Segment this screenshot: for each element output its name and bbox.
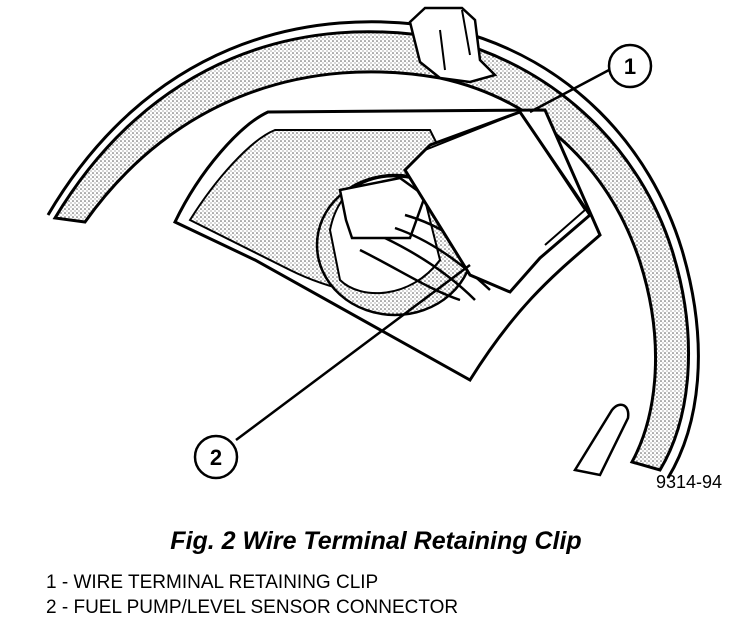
callout-2-number: 2 <box>210 445 222 470</box>
legend-item-number: 1 <box>46 572 57 593</box>
retaining-clip-side <box>404 169 511 293</box>
callout-2-leader <box>235 263 471 442</box>
callout-2-circle <box>193 434 239 480</box>
fuel-pump-level-sensor-connector <box>338 176 427 240</box>
figure-id: 9314-94 <box>656 472 722 492</box>
top-rim-connector-detail <box>439 9 471 71</box>
callout-1-circle <box>607 43 653 89</box>
legend-item: 2 - FUEL PUMP/LEVEL SENSOR CONNECTOR <box>46 595 458 620</box>
callout-1-leader <box>529 68 610 114</box>
wire-terminal-clip-diagram: 1 2 9314-94 <box>46 6 722 492</box>
callout-1-number: 1 <box>624 54 636 79</box>
rim-slot <box>572 403 630 477</box>
legend-item-number: 2 <box>46 597 57 618</box>
legend-item-text: WIRE TERMINAL RETAINING CLIP <box>73 572 379 593</box>
legend-item-separator: - <box>56 572 74 593</box>
top-rim-connector <box>408 6 498 84</box>
tank-rim-outer-edge <box>46 20 700 479</box>
figure-caption: Fig. 2 Wire Terminal Retaining Clip <box>170 527 582 555</box>
tank-rim-band <box>52 30 690 472</box>
retaining-clip-fold <box>424 110 587 246</box>
legend-item-separator: - <box>56 597 74 618</box>
legend-item: 1 - WIRE TERMINAL RETAINING CLIP <box>46 570 458 595</box>
legend-item-text: FUEL PUMP/LEVEL SENSOR CONNECTOR <box>73 597 459 618</box>
legend-list: 1 - WIRE TERMINAL RETAINING CLIP 2 - FUE… <box>46 570 458 620</box>
